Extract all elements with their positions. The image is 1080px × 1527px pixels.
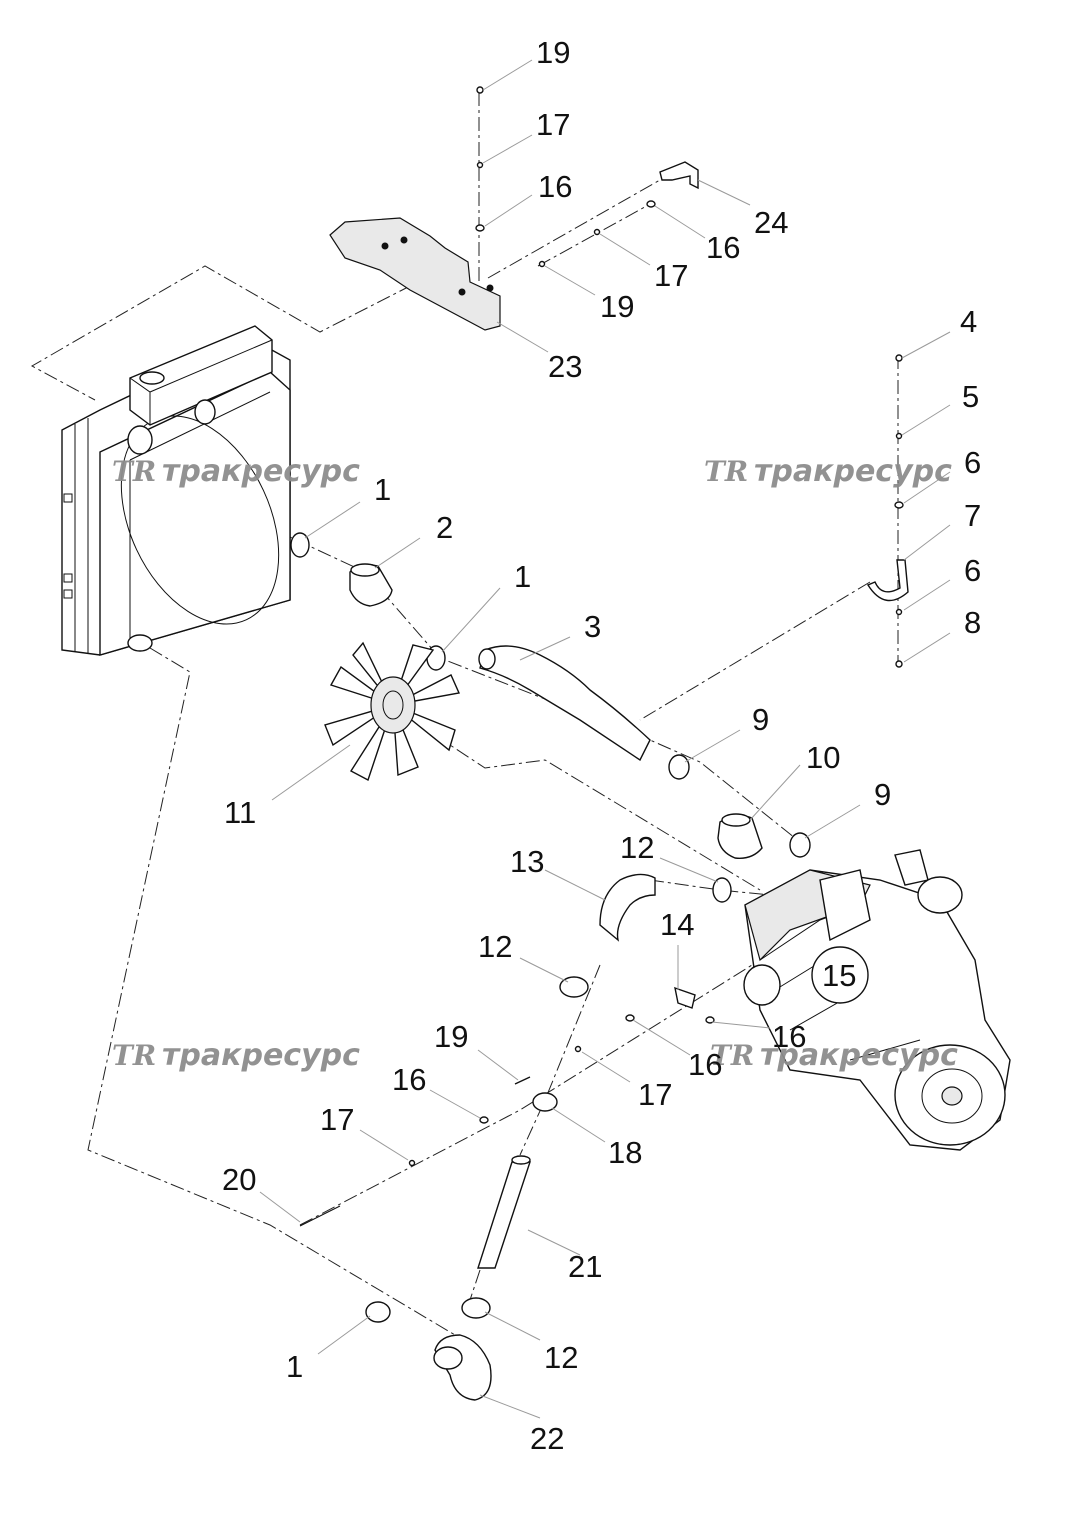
callout-12: 12 [478,929,512,964]
callout-14: 14 [660,907,694,942]
callout-6: 6 [964,553,981,588]
watermark-3: TR тракресурс [112,1038,360,1073]
callout-13: 13 [510,844,544,879]
svg-text:тракресурс: тракресурс [162,454,360,489]
clamp-18 [532,1092,558,1112]
clamp-9a [668,754,690,780]
callout-17: 17 [320,1102,354,1137]
callout-5: 5 [962,379,979,414]
callout-16: 16 [772,1019,806,1054]
hose-13 [599,873,656,942]
callout-10: 10 [806,740,840,775]
watermarks: TR тракресурс TR тракресурс TR тракресур… [112,454,958,1073]
callout-8: 8 [964,605,981,640]
callout-2: 2 [436,510,453,545]
callout-15: 15 [822,958,856,993]
callout-16: 16 [706,230,740,265]
parts [61,86,1011,1401]
callout-1: 1 [374,472,391,507]
callout-16: 16 [538,169,572,204]
clamp-1a [290,532,310,558]
bracket [659,161,699,190]
callout-9: 9 [752,702,769,737]
clamp-12a [712,877,732,903]
callout-6: 6 [964,445,981,480]
callout-19: 19 [434,1019,468,1054]
bracket-14 [674,986,696,1009]
callout-16: 16 [392,1062,426,1097]
callout-21: 21 [568,1249,602,1284]
clamp-12c [461,1297,491,1319]
callout-11: 11 [224,795,256,830]
watermark-1: TR тракресурс [112,454,360,489]
fasteners [299,86,904,1227]
watermark-2: TR тракресурс [704,454,952,489]
shroud-plate [329,217,501,331]
clamp-9b [789,832,811,858]
callout-19: 19 [536,35,570,70]
callout-23: 23 [548,349,582,384]
clamp-1c [365,1301,391,1323]
callout-labels: 19 17 16 24 16 17 19 23 4 5 6 7 6 8 1 2 … [222,35,981,1456]
callout-17: 17 [536,107,570,142]
callout-17: 17 [638,1077,672,1112]
callout-4: 4 [960,304,977,339]
callout-16: 16 [688,1047,722,1082]
callout-12: 12 [620,830,654,865]
callout-3: 3 [584,609,601,644]
callout-24: 24 [754,205,788,240]
fan-11 [324,641,461,782]
hose-3 [479,645,651,762]
pipe-21 [477,1161,531,1269]
engine-15 [743,849,1011,1151]
svg-text:тракресурс: тракресурс [162,1038,360,1073]
callout-1: 1 [286,1349,303,1384]
svg-text:TR: TR [710,1039,754,1072]
callout-9: 9 [874,777,891,812]
svg-text:TR: TR [704,455,748,488]
callout-19: 19 [600,289,634,324]
svg-text:тракресурс: тракресурс [760,1038,958,1073]
svg-text:TR: TR [112,455,156,488]
callout-17: 17 [654,258,688,293]
callout-22: 22 [530,1421,564,1456]
callout-12: 12 [544,1340,578,1375]
callout-7: 7 [964,498,981,533]
callout-20: 20 [222,1162,256,1197]
leader-lines [259,59,951,1419]
svg-text:тракресурс: тракресурс [754,454,952,489]
callout-1: 1 [514,559,531,594]
watermark-4: TR тракресурс [710,1038,958,1073]
callout-18: 18 [608,1135,642,1170]
radiator [61,325,291,656]
clip-7 [866,559,909,602]
svg-text:TR: TR [112,1039,156,1072]
